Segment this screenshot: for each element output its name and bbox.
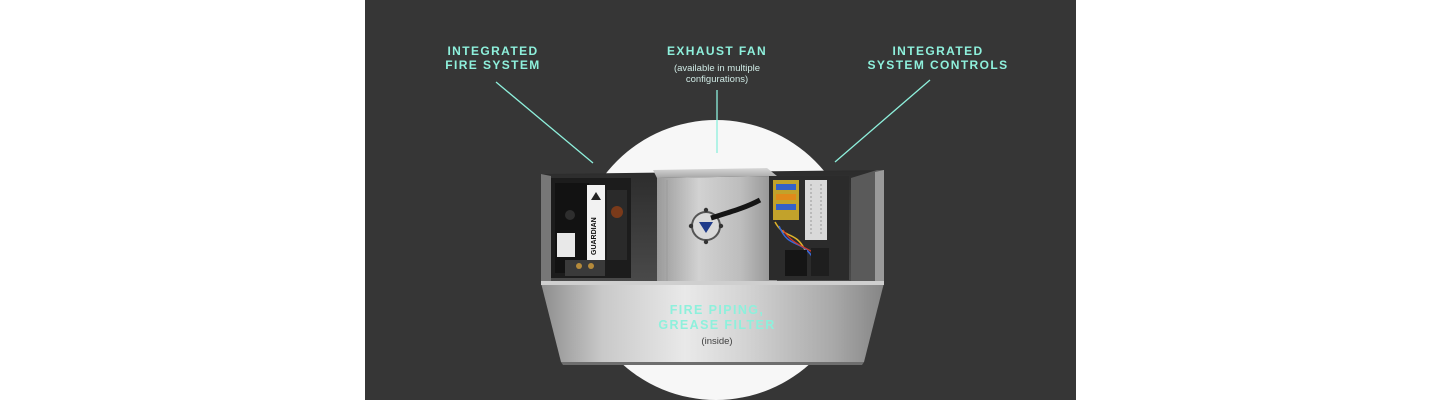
fire-system-leader-line [495,81,594,164]
system-controls-leader-line [834,79,931,163]
system-controls-callout-title: INTEGRATED SYSTEM CONTROLS [867,44,1009,72]
exhaust-fan-callout-subtitle: (available in multiple configurations) [673,63,761,85]
fire-piping-callout-title: FIRE PIPING, GREASE FILTER [658,303,776,332]
fire-system-callout-title: INTEGRATED FIRE SYSTEM [445,44,541,72]
exhaust-fan-unit [653,168,777,283]
exhaust-fan-callout-title: EXHAUST FAN [666,44,768,58]
guardian-text: GUARDIAN [591,217,598,255]
guardian-panel [587,185,605,263]
hood-front-skirt [541,283,884,362]
guardian-logo-icon [591,192,601,200]
fire-piping-callout-subtitle: (inside) [701,336,733,347]
fire-system-label-sticker [557,233,575,257]
hood-illustration: GUARDIAN [495,79,931,365]
system-controls-panel [769,176,849,280]
fire-system-cabinet [551,178,631,278]
product-panel: GUARDIAN [365,0,1076,400]
